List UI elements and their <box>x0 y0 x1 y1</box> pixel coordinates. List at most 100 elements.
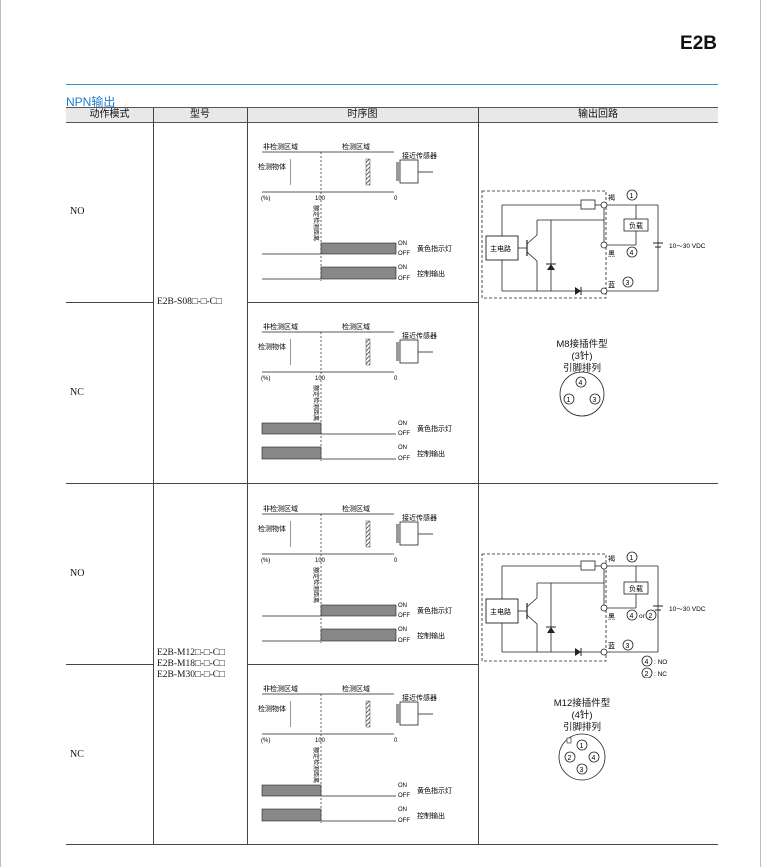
label-rated: 额定检测距离 <box>312 205 320 241</box>
label-sensor: 接近传感器 <box>402 513 437 522</box>
pin-circle <box>563 393 575 405</box>
label-sensor: 接近传感器 <box>402 331 437 340</box>
m8-pins: (3针) <box>571 351 593 362</box>
terminal-black <box>600 241 608 249</box>
label-sensor: 接近传感器 <box>402 693 437 702</box>
label-0: 0 <box>394 558 398 564</box>
label-off: OFF <box>398 251 410 257</box>
target-object <box>290 521 292 547</box>
page-border-left <box>0 0 1 867</box>
pin-number-circle <box>626 189 638 201</box>
label-100: 100 <box>315 376 326 382</box>
sensor-body <box>399 701 419 726</box>
pin-number-circle <box>626 609 638 621</box>
transistor-collector <box>526 597 538 608</box>
label-pin-1: 1 <box>630 555 634 562</box>
label-indicator: 黄色指示灯 <box>417 244 452 253</box>
output-high <box>320 628 397 642</box>
pin-number-circle <box>626 551 638 563</box>
m12-pin-diagram: 1 2 4 3 <box>558 733 606 781</box>
label-100: 100 <box>315 196 326 202</box>
label-off: OFF <box>398 276 410 282</box>
label-voltage: 10～30 VDC <box>669 243 706 250</box>
label-pct: (%) <box>261 738 270 744</box>
label-indicator: 黄色指示灯 <box>417 606 452 615</box>
label-pin-3: 3 <box>626 280 630 287</box>
section-title: NPN输出 <box>66 95 116 109</box>
pin-number-circle <box>641 667 653 678</box>
m8-title: M8接插件型 <box>556 339 608 350</box>
diode <box>575 648 581 656</box>
model-m12: E2B-M12□-□-C□ <box>157 648 225 658</box>
model-m18: E2B-M18□-□-C□ <box>157 659 225 669</box>
terminal-blue <box>600 287 608 295</box>
pin-circle <box>576 739 588 751</box>
model-s08: E2B-S08□-□-C□ <box>157 297 222 307</box>
timing-chart-no-1: 非检测区域 检测区域 检测物体 接近传感器 (%) 100 0 额定检测距离 O… <box>258 142 452 282</box>
terminal-blue <box>600 648 608 656</box>
legend-nc: : NC <box>654 671 667 678</box>
m8-pin-4: 4 <box>579 380 583 387</box>
label-object: 检测物体 <box>258 524 286 533</box>
sensor-head <box>396 342 400 361</box>
label-pin-4: 4 <box>630 250 634 257</box>
output-high <box>261 808 322 822</box>
grid-line <box>66 483 718 484</box>
output-circuit-m8: 主电路 褐 黑 蓝 1 4 3 负载 10～30 VDC <box>481 189 706 299</box>
sensor-head <box>396 524 400 543</box>
sensor-body <box>399 339 419 364</box>
pin-circle <box>575 376 587 388</box>
label-indicator: 黄色指示灯 <box>417 786 452 795</box>
header-timing: 时序图 <box>347 109 378 120</box>
label-pin-1: 1 <box>630 193 634 200</box>
pin-number-circle <box>622 276 634 288</box>
label-rated: 额定检测距离 <box>312 747 320 783</box>
label-detect: 检测区域 <box>342 504 370 513</box>
label-pct: (%) <box>261 196 270 202</box>
header-model: 型号 <box>190 109 210 120</box>
terminal-black <box>600 604 608 612</box>
label-on: ON <box>398 241 407 247</box>
grid-line <box>66 302 153 303</box>
label-rated: 额定检测距离 <box>312 385 320 421</box>
model-m30: E2B-M30□-□-C□ <box>157 670 225 680</box>
pin-circle <box>588 751 600 763</box>
indicator-high <box>320 242 397 255</box>
grid-line <box>247 107 248 844</box>
sensor-face <box>365 158 371 186</box>
grid-line <box>153 107 154 844</box>
label-indicator: 黄色指示灯 <box>417 424 452 433</box>
label-pct: (%) <box>261 558 270 564</box>
legend-pin-4: 4 <box>645 659 649 666</box>
label-black: 黑 <box>608 250 615 258</box>
label-detect: 检测区域 <box>342 322 370 331</box>
label-on: ON <box>398 603 407 609</box>
indicator-high <box>261 422 322 435</box>
label-0: 0 <box>394 738 398 744</box>
pin-number-circle <box>645 609 657 621</box>
label-main-circuit: 主电路 <box>490 607 511 616</box>
m12-pin-1: 1 <box>580 743 584 750</box>
legend-pin-2: 2 <box>645 671 649 678</box>
label-control: 控制输出 <box>417 631 445 640</box>
label-object: 检测物体 <box>258 342 286 351</box>
label-on: ON <box>398 421 407 427</box>
target-object <box>290 701 292 727</box>
sensor-head <box>396 162 400 181</box>
pin-number-circle <box>622 639 634 651</box>
label-control: 控制输出 <box>417 449 445 458</box>
label-0: 0 <box>394 376 398 382</box>
label-brown: 褐 <box>608 554 615 563</box>
grid-line <box>247 302 478 303</box>
label-off: OFF <box>398 638 410 644</box>
label-control: 控制输出 <box>417 811 445 820</box>
transistor-emitter <box>526 614 538 625</box>
transistor-emitter <box>526 251 538 262</box>
timing-chart-nc-2: 非检测区域 检测区域 检测物体 接近传感器 (%) 100 0 额定检测距离 O… <box>258 684 452 824</box>
sensor-face <box>365 520 371 548</box>
indicator-high <box>320 604 397 617</box>
mode-nc-2: NC <box>70 749 84 760</box>
label-load: 负载 <box>629 221 643 230</box>
target-object <box>290 159 292 185</box>
label-detect: 检测区域 <box>342 684 370 693</box>
